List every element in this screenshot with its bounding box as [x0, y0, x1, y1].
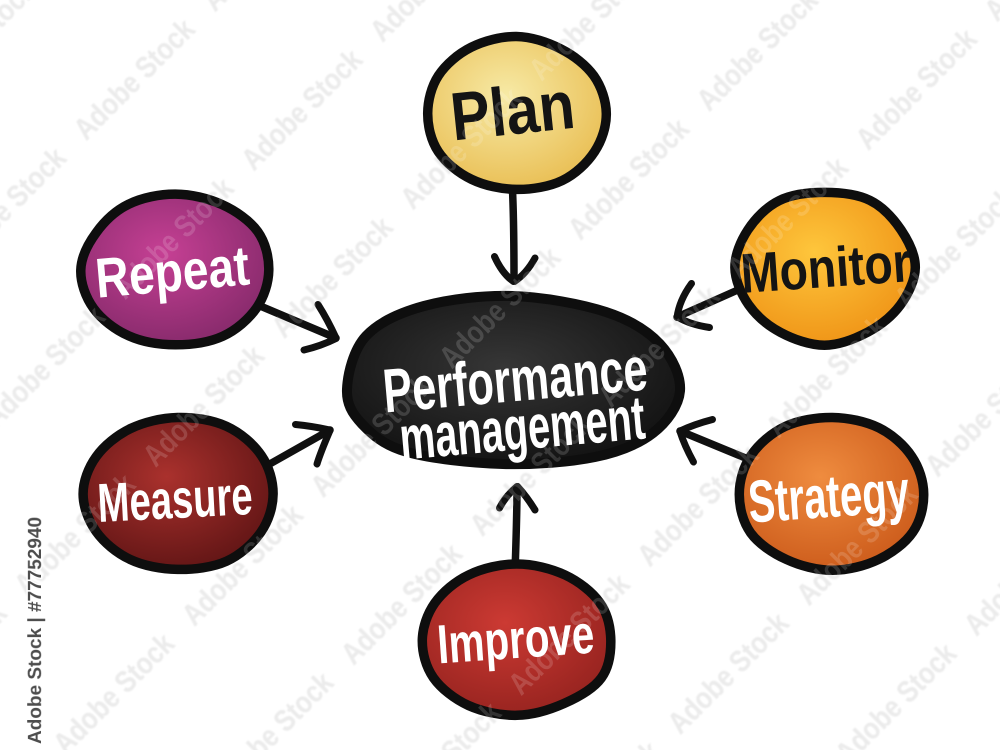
svg-text:Adobe Stock: Adobe Stock — [0, 0, 43, 107]
svg-text:Adobe Stock: Adobe Stock — [689, 0, 824, 117]
svg-text:Adobe Stock: Adobe Stock — [0, 140, 73, 275]
svg-text:Adobe Stock: Adobe Stock — [660, 605, 795, 740]
svg-text:Adobe Stock: Adobe Stock — [918, 347, 1000, 482]
svg-text:Adobe Stock: Adobe Stock — [532, 734, 667, 750]
svg-text:Adobe Stock: Adobe Stock — [373, 695, 508, 750]
svg-text:Adobe Stock: Adobe Stock — [195, 0, 330, 18]
svg-text:Adobe Stock: Adobe Stock — [987, 674, 1000, 750]
svg-text:Adobe Stock: Adobe Stock — [987, 674, 1000, 750]
svg-text:Adobe Stock: Adobe Stock — [957, 507, 1000, 642]
svg-text:Adobe Stock: Adobe Stock — [234, 41, 369, 176]
svg-text:Adobe Stock: Adobe Stock — [0, 595, 14, 730]
svg-text:Adobe Stock: Adobe Stock — [46, 625, 181, 750]
svg-text:Adobe Stock: Adobe Stock — [66, 11, 201, 146]
svg-text:Adobe Stock: Adobe Stock — [849, 21, 984, 156]
svg-text:Adobe Stock: Adobe Stock — [977, 0, 1000, 28]
svg-text:Adobe Stock: Adobe Stock — [0, 299, 112, 434]
svg-text:Adobe Stock: Adobe Stock — [205, 664, 340, 750]
svg-text:Adobe Stock: Adobe Stock — [828, 635, 963, 750]
